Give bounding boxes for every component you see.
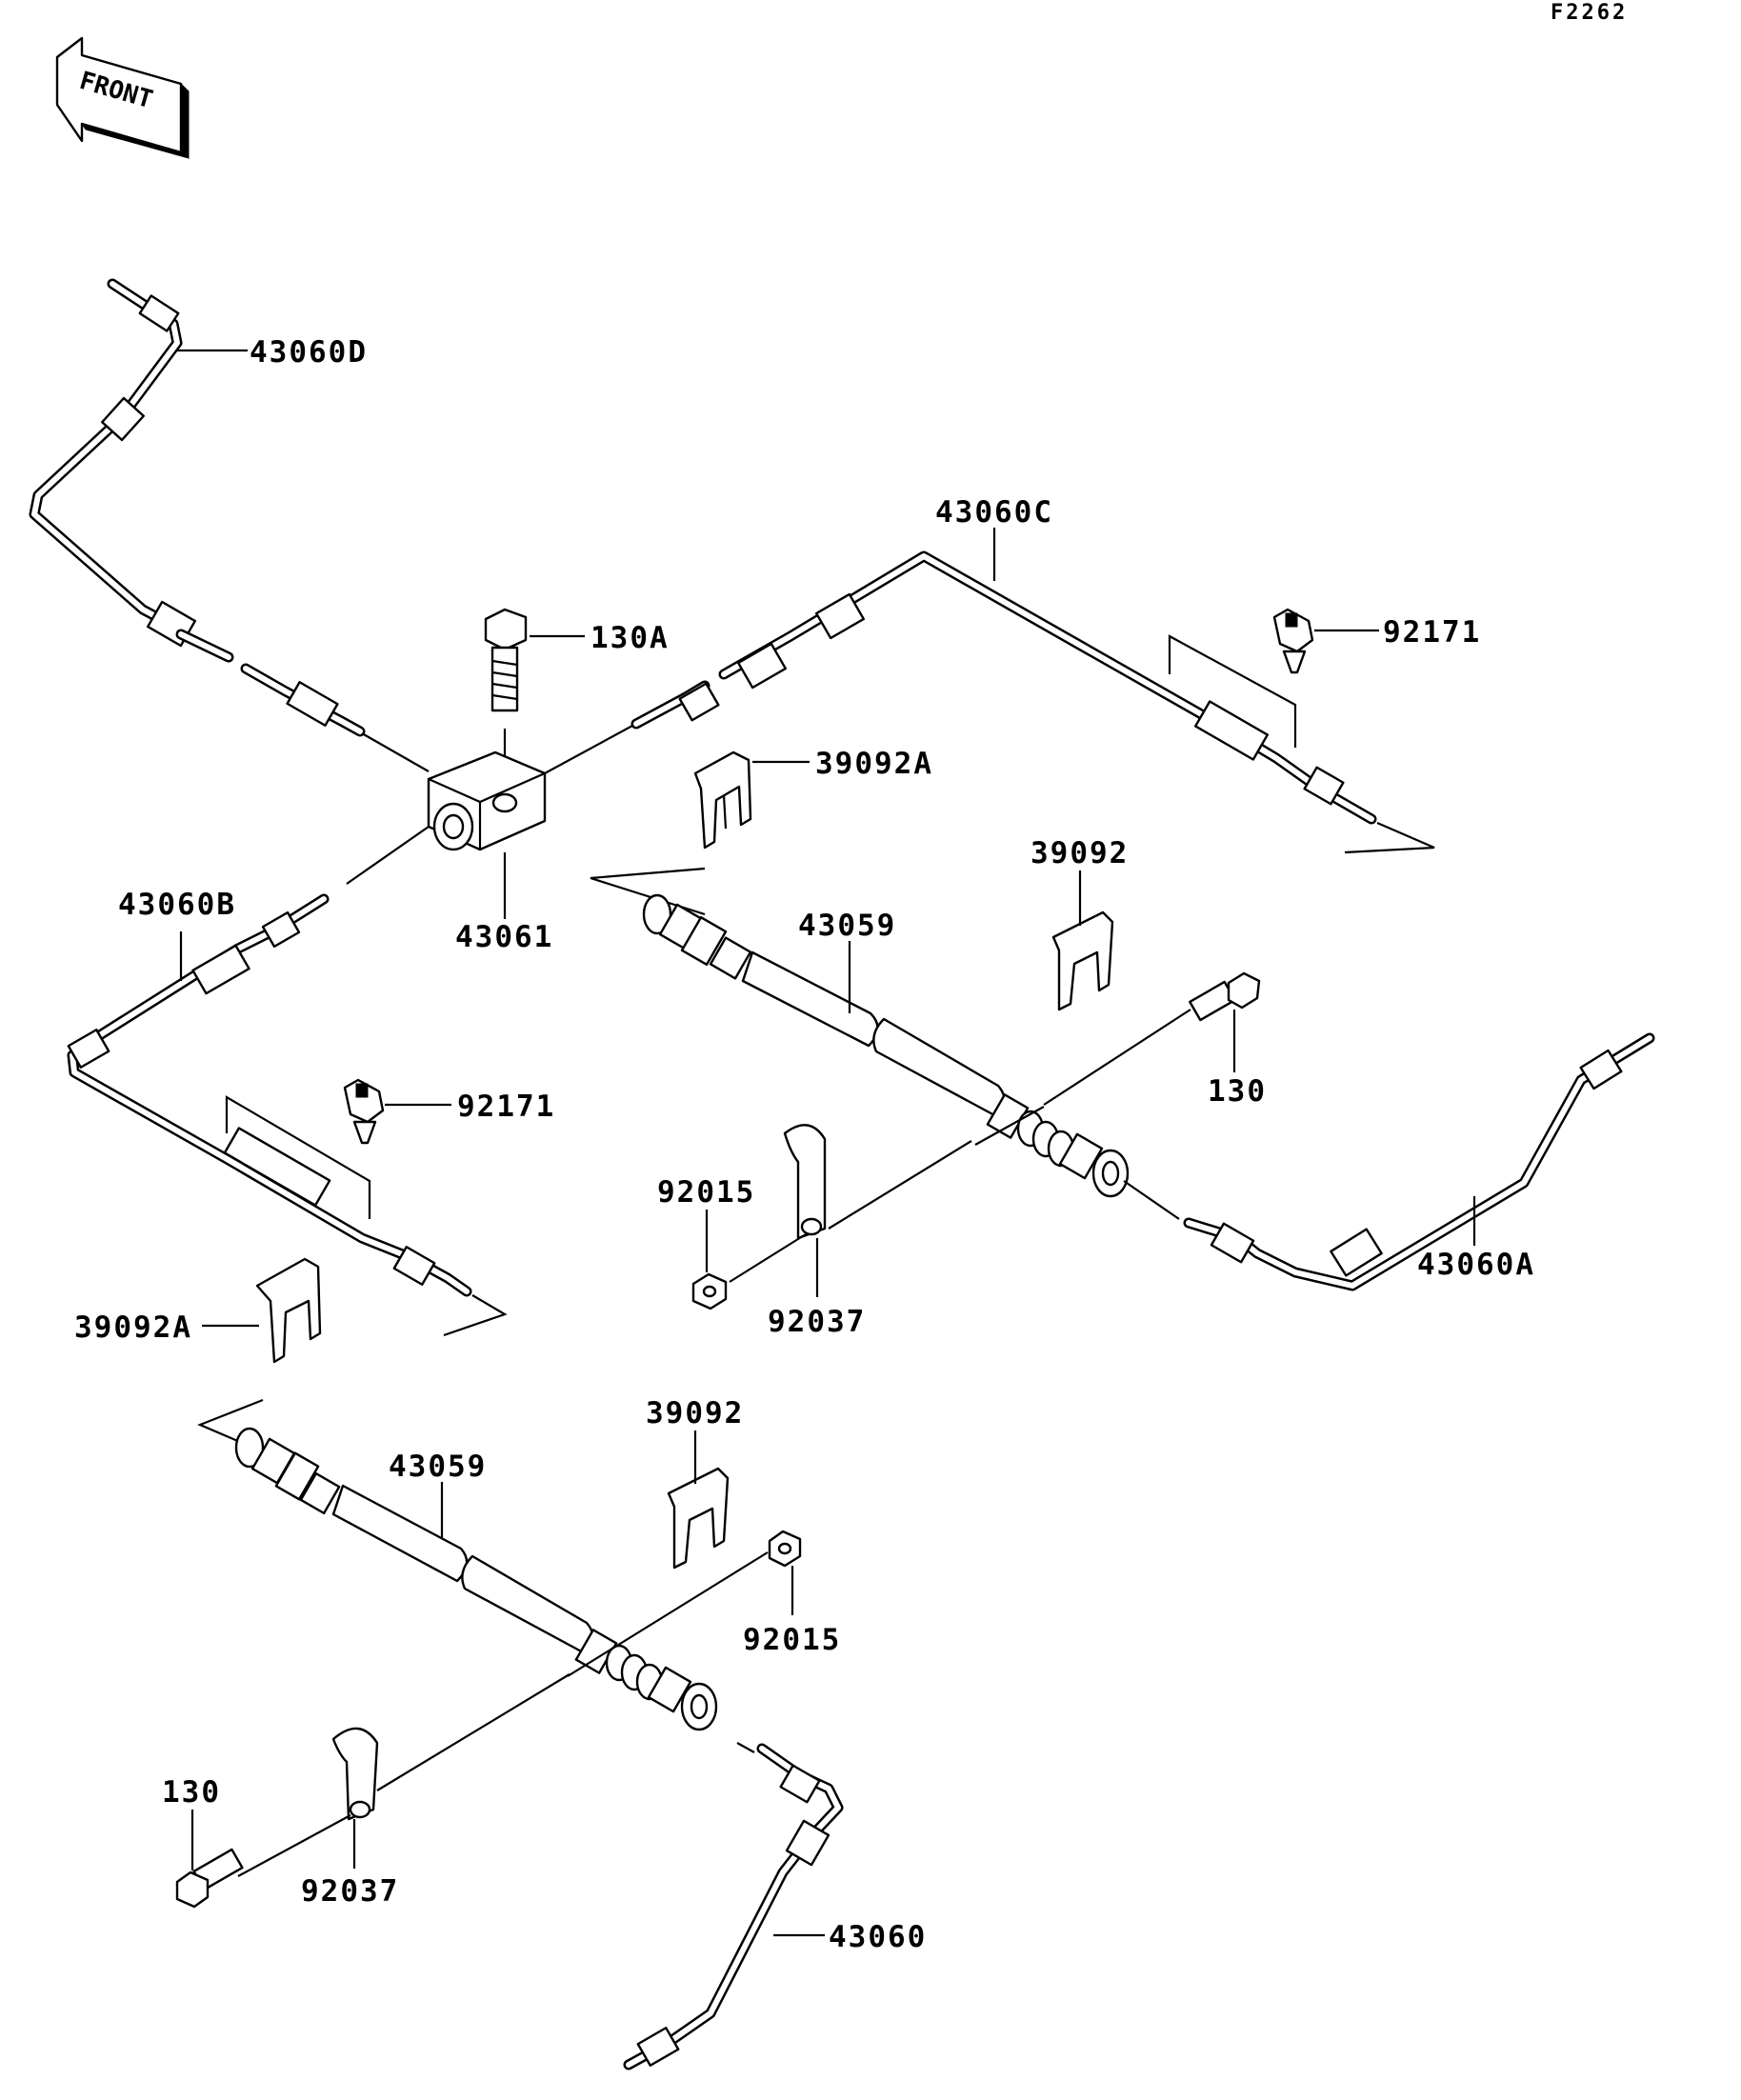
clip-92171-top [1168, 608, 1314, 748]
nut-92015-bottom-axis [567, 1551, 769, 1677]
callout-39092-bottom: 39092 [646, 1396, 744, 1430]
callout-39092A-left: 39092A [74, 1310, 192, 1345]
callout-43059-bottom: 43059 [389, 1450, 487, 1484]
bolt-130-axis [1043, 1009, 1191, 1106]
clamp-92037-top [783, 1124, 972, 1240]
callout-130-right: 130 [1208, 1074, 1267, 1109]
bolt-130-left [175, 1848, 244, 1909]
bolt-130A [484, 608, 528, 712]
callout-92015-top: 92015 [657, 1175, 755, 1210]
callout-92037-top: 92037 [768, 1305, 866, 1339]
callout-130A: 130A [590, 621, 670, 655]
junction-block-43061 [427, 729, 547, 851]
callout-43060D: 43060D [250, 335, 368, 370]
callout-43059-top: 43059 [798, 909, 896, 943]
clip-39092-bottom [667, 1467, 730, 1570]
hose-43059-top [590, 867, 1130, 1198]
callout-92171-top: 92171 [1383, 615, 1481, 650]
front-direction-arrow: FRONT [55, 36, 190, 159]
callout-92015-bottom: 92015 [743, 1623, 841, 1657]
clip-92171-left [225, 1078, 385, 1219]
pipe-43060D [29, 278, 430, 772]
callout-39092-top: 39092 [1031, 836, 1129, 870]
nut-92015-bottom [768, 1530, 802, 1568]
callout-43060C: 43060C [935, 495, 1053, 530]
pipe-43060B [67, 826, 508, 1337]
pipe-43060C [544, 550, 1435, 854]
callout-39092A-top: 39092A [815, 747, 933, 781]
clip-39092A-left [255, 1257, 322, 1364]
callout-43060: 43060 [829, 1920, 927, 1954]
clamp-92037-bottom [331, 1673, 570, 1821]
clip-39092A-top [693, 750, 752, 850]
pipe-43060 [623, 1742, 844, 2070]
figure-code: F2262 [1551, 1, 1628, 25]
nut-92015-top [691, 1272, 728, 1310]
callout-92171-left: 92171 [457, 1090, 555, 1124]
clip-39092-top [1051, 910, 1114, 1011]
bolt-130-right [1189, 971, 1261, 1022]
callout-43061: 43061 [455, 920, 553, 954]
nut-92015-top-axis [729, 1233, 807, 1283]
callout-43060B: 43060B [118, 888, 236, 922]
clamp-bottom-axis [237, 1814, 351, 1877]
hose-43059-bottom [197, 1398, 718, 1731]
callout-43060A: 43060A [1417, 1248, 1535, 1282]
pipe-43060A [1123, 1032, 1655, 1291]
callout-92037-bottom: 92037 [301, 1874, 399, 1909]
callout-130-left: 130 [162, 1775, 221, 1810]
